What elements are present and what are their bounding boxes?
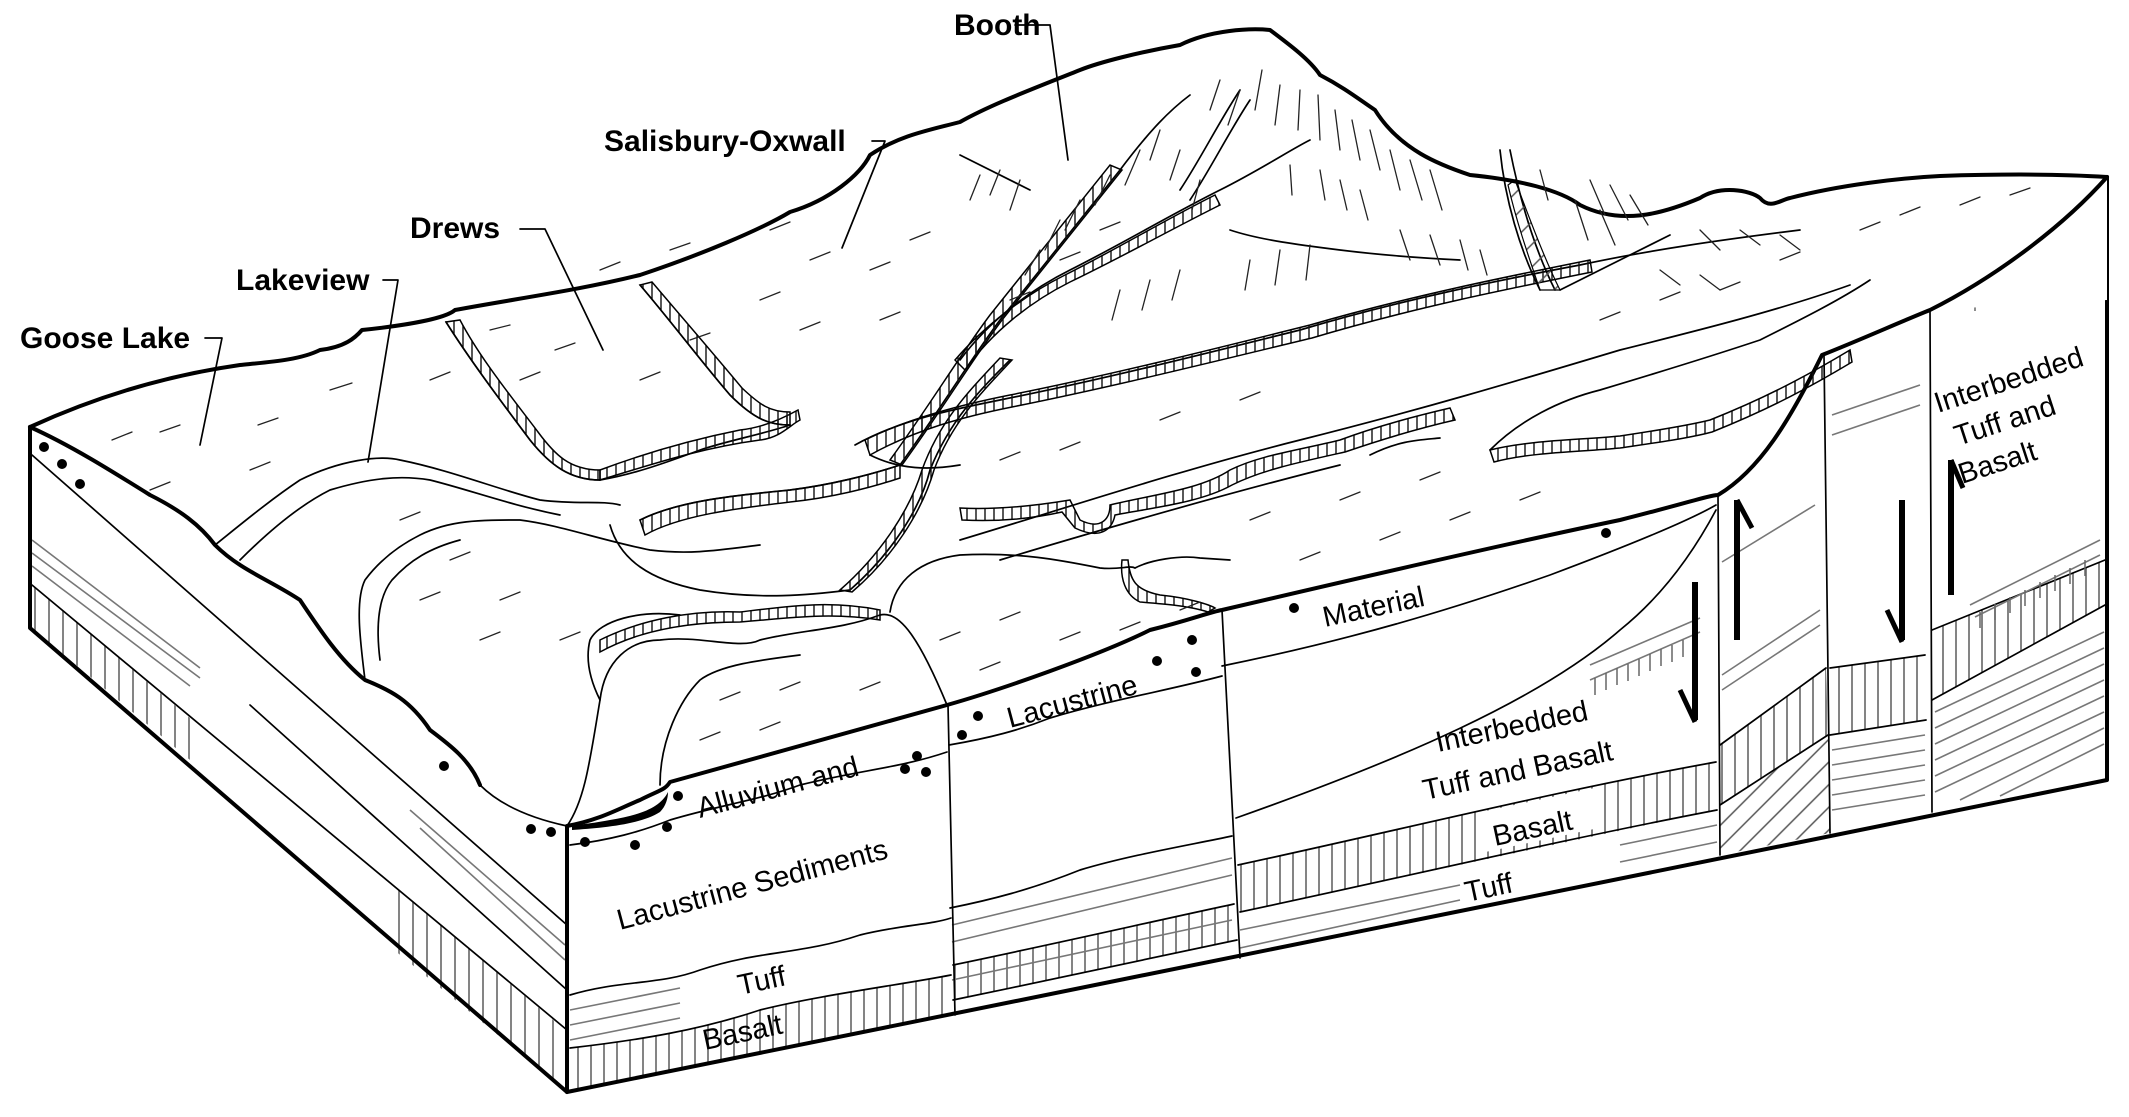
scarp [599, 408, 801, 482]
leader-drews [519, 228, 604, 351]
gravel-dot [673, 791, 683, 801]
skyline [28, 27, 2109, 429]
scarp [638, 281, 791, 426]
front-block-3 [1221, 504, 1718, 949]
front-block-2 [948, 675, 1238, 1001]
leader-lines [199, 24, 1069, 463]
front-face [565, 175, 2109, 1094]
fault-line [1221, 609, 1241, 959]
gravel-dot [912, 751, 922, 761]
label-goose-lake: Goose Lake [20, 322, 190, 355]
basalt-layer [567, 975, 955, 1092]
label-lakeview: Lakeview [236, 264, 370, 297]
gravel-dot [630, 840, 640, 850]
leader-goose-lake [199, 337, 223, 446]
basalt-layer [953, 904, 1237, 1000]
leader-booth [1014, 24, 1069, 161]
gravel-dot [1191, 667, 1201, 677]
gravel-dot [1187, 635, 1197, 645]
gravel-dot [957, 730, 967, 740]
basalt-label-clearing [1477, 787, 1603, 853]
front-block-1 [567, 751, 955, 1092]
scarp [1489, 348, 1853, 463]
scarp [639, 463, 901, 537]
gravel-dot [1601, 528, 1611, 538]
leader-salisbury-oxwall [841, 140, 886, 249]
left-face-basalt-band-2 [388, 880, 565, 1090]
gravel-dot [39, 442, 49, 452]
fault-line [947, 704, 956, 1016]
gravel-dot [546, 827, 556, 837]
front-block-4 [1719, 504, 1830, 855]
fault-line [1823, 354, 1831, 834]
gravel-dot [439, 761, 449, 771]
gravel-dot [75, 479, 85, 489]
gravel-dot [57, 459, 67, 469]
label-salisbury-oxwall: Salisbury-Oxwall [604, 125, 846, 158]
scarp [838, 357, 1014, 593]
left-surface-edge [28, 425, 482, 787]
tuff-lines [1831, 734, 1926, 811]
channel-deposit [572, 792, 668, 830]
gravel-dot [1289, 603, 1299, 613]
fault-lines [947, 309, 1933, 1016]
basalt-layer [1720, 668, 1828, 805]
mountain-slope-lines [969, 69, 1801, 321]
front-block-5 [1829, 384, 1927, 811]
left-face-basalt-band [32, 585, 190, 760]
fault-arrow-1 [1677, 582, 1698, 724]
hatch-ticks [1594, 640, 1684, 695]
gravel-dot [580, 837, 590, 847]
label-drews: Drews [410, 212, 500, 245]
scarp [1507, 179, 1561, 291]
fault-arrow-3 [1884, 500, 1905, 644]
label-booth: Booth [954, 9, 1041, 42]
fault-line [1929, 309, 1933, 813]
scarp [864, 259, 1593, 457]
gravel-dot [662, 822, 672, 832]
fault-arrow-2 [1734, 498, 1755, 640]
scarp [959, 407, 1457, 534]
landscape-surface [28, 27, 2109, 850]
scarp [953, 193, 1222, 372]
gravel-dot [900, 764, 910, 774]
basalt-layer [1830, 655, 1926, 735]
scarp [1120, 559, 1217, 613]
fault-arrow-4 [1948, 459, 1966, 595]
front-surface-edge [565, 175, 2109, 828]
left-face [28, 425, 569, 1094]
tuff-lines [1934, 631, 2105, 801]
scarp [599, 603, 881, 654]
gravel-dot [921, 767, 931, 777]
basalt-layer [1932, 560, 2105, 700]
basalt-layer [1238, 762, 1717, 912]
leader-lakeview [367, 279, 399, 463]
gravel-dot [526, 824, 536, 834]
gravel-dot [973, 711, 983, 721]
surface-texture [111, 187, 2031, 741]
fault-line [1717, 494, 1721, 856]
gravel-dot [1152, 656, 1162, 666]
diagonal-hatch-layer [1720, 735, 1830, 855]
surface-labels: Goose Lake Lakeview Drews Salisbury-Oxwa… [20, 9, 1041, 355]
